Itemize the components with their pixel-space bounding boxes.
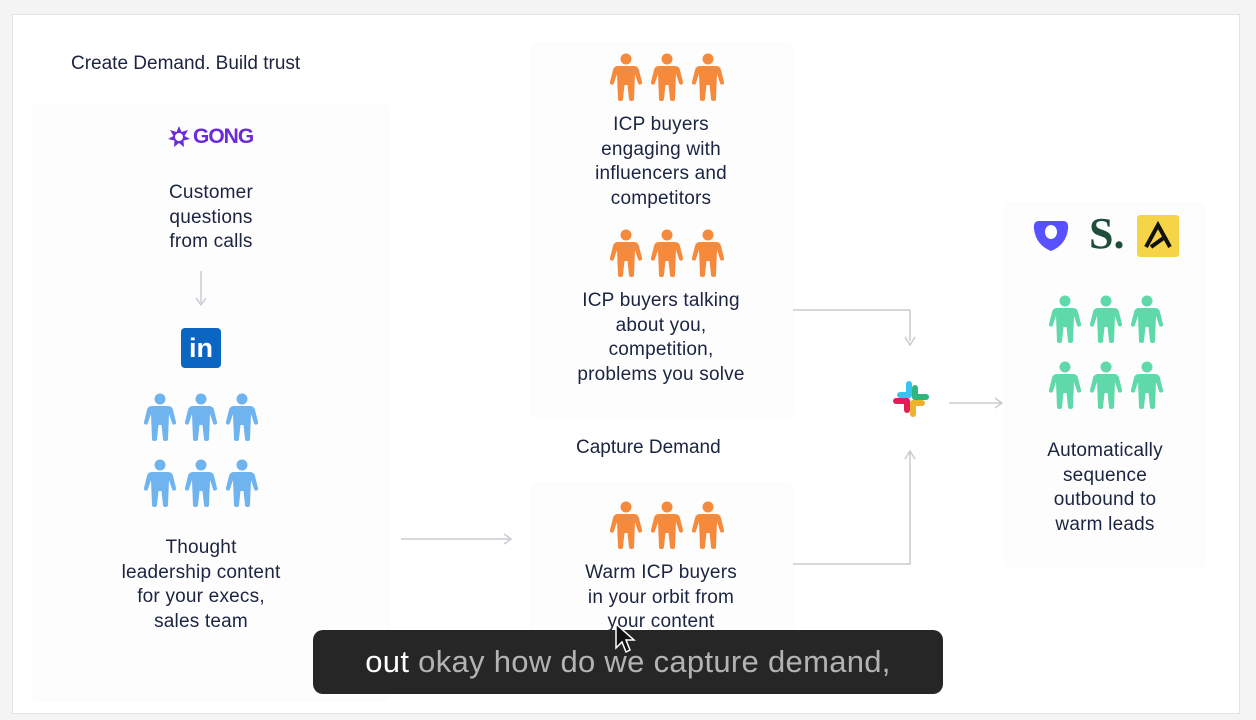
caption-spoken-text: out bbox=[365, 644, 410, 679]
person-icon bbox=[609, 501, 643, 549]
blue-people-row-2 bbox=[143, 459, 259, 507]
mouse-cursor-icon bbox=[615, 622, 636, 654]
capture-demand-title: Capture Demand bbox=[576, 437, 721, 458]
person-icon bbox=[650, 229, 684, 277]
person-icon bbox=[184, 393, 218, 441]
person-icon bbox=[691, 229, 725, 277]
person-icon bbox=[1089, 295, 1123, 343]
person-icon bbox=[650, 53, 684, 101]
person-icon bbox=[143, 393, 177, 441]
create-demand-title: Create Demand. Build trust bbox=[71, 53, 301, 74]
person-icon bbox=[1130, 295, 1164, 343]
icp-signals-panel bbox=[533, 45, 791, 415]
linkedin-logo: in bbox=[181, 328, 221, 368]
gong-logo: GONG bbox=[167, 125, 254, 149]
person-icon bbox=[1048, 361, 1082, 409]
gong-logo-text: GONG bbox=[193, 125, 254, 148]
customer-questions-text: Customer questions from calls bbox=[169, 182, 253, 252]
blue-people-row-1 bbox=[143, 393, 259, 441]
linkedin-logo-text: in bbox=[189, 333, 213, 363]
person-icon bbox=[143, 459, 177, 507]
right-arrow-to-capture bbox=[401, 533, 513, 545]
person-icon bbox=[1048, 295, 1082, 343]
s-logo: S. bbox=[1089, 209, 1125, 258]
slide: Create Demand. Build trust GONG Customer… bbox=[12, 14, 1240, 714]
person-icon bbox=[184, 459, 218, 507]
slack-icon bbox=[893, 381, 929, 417]
caption-pending-text: okay how do we capture demand, bbox=[409, 644, 891, 679]
down-arrow bbox=[195, 271, 207, 307]
person-icon bbox=[609, 53, 643, 101]
person-icon bbox=[609, 229, 643, 277]
create-demand-panel bbox=[35, 107, 387, 699]
orange-people-row-2 bbox=[609, 229, 725, 277]
person-icon bbox=[650, 501, 684, 549]
apollo-logo-icon bbox=[1137, 215, 1179, 257]
gong-burst-icon bbox=[168, 126, 190, 147]
person-icon bbox=[1130, 361, 1164, 409]
person-icon bbox=[225, 393, 259, 441]
automatically-sequence-text: Automatically sequence outbound to warm … bbox=[1047, 440, 1163, 535]
orange-people-row-3 bbox=[609, 501, 725, 549]
connector-lines bbox=[793, 309, 1004, 565]
warm-icp-text: Warm ICP buyers in your orbit from your … bbox=[585, 562, 737, 632]
person-icon bbox=[225, 459, 259, 507]
orange-people-row-1 bbox=[609, 53, 725, 101]
icp-engaging-text: ICP buyers engaging with influencers and… bbox=[595, 114, 727, 209]
person-icon bbox=[691, 53, 725, 101]
green-people-row-1 bbox=[1048, 295, 1164, 343]
thought-leadership-text: Thought leadership content for your exec… bbox=[121, 537, 281, 632]
person-icon bbox=[1089, 361, 1123, 409]
green-people-row-2 bbox=[1048, 361, 1164, 409]
icp-talking-text: ICP buyers talking about you, competitio… bbox=[577, 290, 745, 385]
outreach-logo-icon bbox=[1033, 221, 1069, 251]
person-icon bbox=[691, 501, 725, 549]
